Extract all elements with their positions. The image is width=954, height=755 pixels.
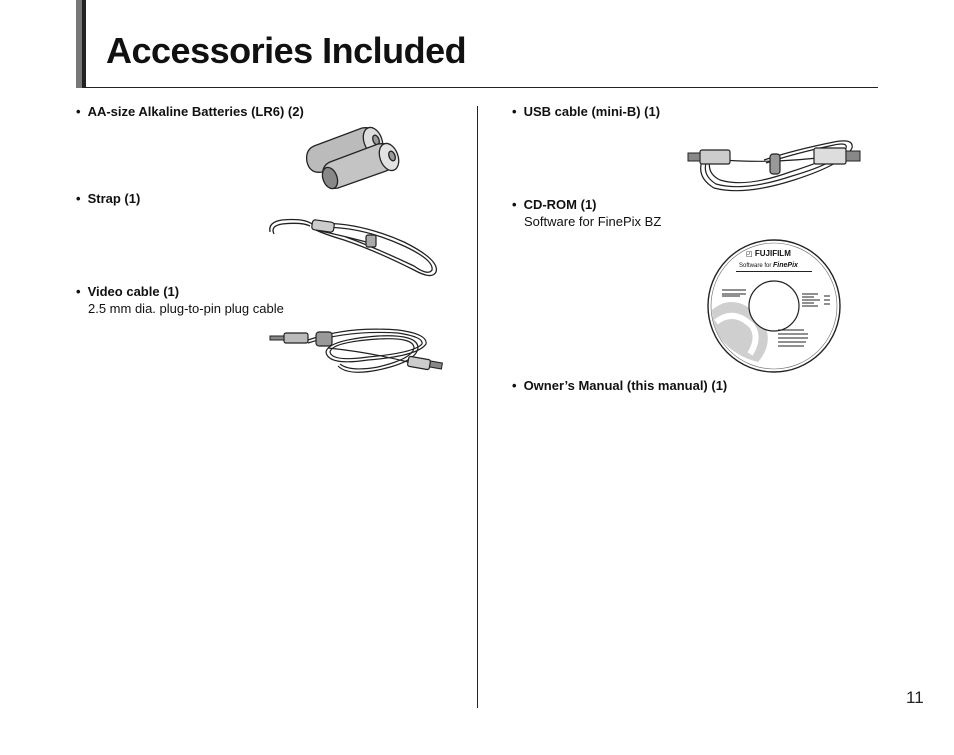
accessory-label: USB cable (mini-B) (1)	[512, 103, 661, 120]
accessory-label: CD-ROM (1)	[512, 196, 661, 213]
accessory-item-cd-rom: CD-ROM (1) Software for FinePix BZ	[512, 196, 662, 230]
cd-label-rule	[736, 271, 812, 272]
fujifilm-logo-icon: ◰	[746, 251, 753, 258]
accessory-item-usb-cable: USB cable (mini-B) (1)	[512, 103, 661, 120]
cd-software-line: Software for FinePix	[739, 262, 798, 269]
accessory-label: Owner’s Manual (this manual) (1)	[512, 377, 728, 394]
cd-brand-text: FUJIFILM	[754, 249, 791, 258]
video-cable-illustration	[269, 328, 444, 373]
accessory-item-batteries: AA-size Alkaline Batteries (LR6) (2)	[76, 103, 304, 120]
strap-illustration	[269, 218, 438, 277]
cd-software-prefix: Software for	[739, 263, 772, 269]
accessory-item-owners-manual: Owner’s Manual (this manual) (1)	[512, 377, 728, 394]
page-number: 11	[906, 688, 924, 707]
accessory-label: AA-size Alkaline Batteries (LR6) (2)	[76, 103, 304, 120]
usb-cable-illustration	[687, 140, 861, 192]
batteries-illustration	[306, 126, 400, 190]
cd-disc-graphic	[707, 239, 841, 373]
title-accent-bar	[76, 0, 86, 88]
accessory-description: Software for FinePix BZ	[524, 214, 662, 229]
cd-rom-illustration: ◰ FUJIFILM Software for FinePix	[706, 238, 842, 374]
accessory-label: Strap (1)	[76, 190, 141, 207]
accessory-description: 2.5 mm dia. plug-to-pin plug cable	[88, 301, 284, 316]
cd-software-name: FinePix	[773, 262, 798, 269]
title-underline	[86, 87, 878, 88]
cd-brand: ◰ FUJIFILM	[746, 249, 791, 258]
page-title: Accessories Included	[106, 30, 467, 71]
accessory-label: Video cable (1)	[76, 283, 284, 300]
accessory-item-video-cable: Video cable (1) 2.5 mm dia. plug-to-pin …	[76, 283, 284, 317]
column-divider	[477, 106, 478, 708]
accessory-item-strap: Strap (1)	[76, 190, 141, 207]
